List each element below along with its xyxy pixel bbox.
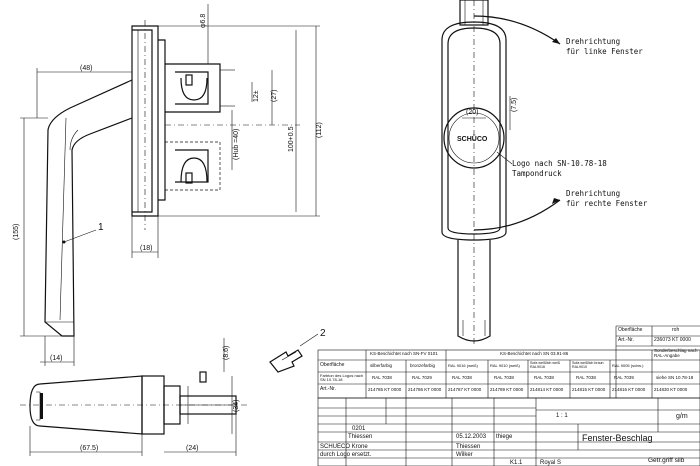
tb-art-label: Art.-Nr. (618, 337, 634, 343)
tb-g2-art3: 214814 KT 0000 (530, 387, 564, 392)
tb-num: 0201 (352, 426, 366, 432)
tb-g2-art1: 214787 KT 0000 (448, 387, 482, 392)
dim-112: (112) (316, 122, 323, 138)
tb-g2-ral1: RAL 7038 (452, 375, 472, 380)
tb-row-art: Art.-Nr. (320, 386, 336, 392)
tb-approved: Wilker (456, 452, 473, 458)
tb-date: 05.12.2003 (456, 434, 487, 440)
tb-g1-art1: 214785 KT 0000 (368, 387, 402, 392)
dim-14: (14) (50, 355, 62, 362)
dim-logo-7-5: (7.5) (511, 98, 518, 112)
tb-group-2-title: KS-Beschichtet nach SN 03.91-86 (500, 351, 569, 356)
tb-name-small: thiege (496, 434, 513, 440)
callout-1: 1 (98, 222, 104, 233)
handle-side-view: (48) φ6.8 (27) 12± (Hub =40) 100+0.5 (11… (13, 4, 323, 366)
tb-checked: Thiessen (456, 444, 481, 450)
tb-g2-ral3: RAL 7038 (534, 375, 554, 380)
note-right-window-2: für rechte Fenster (566, 199, 648, 208)
tb-change: durch Logo ersetzt. (320, 452, 372, 458)
tb-k1: K1.1 (510, 460, 523, 466)
tb-g3-art1: 214816 KT 0000 (612, 387, 646, 392)
dim-hub: (Hub =40) (233, 129, 240, 160)
dim-18: (18) (140, 245, 152, 252)
note-left-window-2: für linke Fenster (566, 47, 643, 56)
dim-8-6: (8.6) (223, 346, 230, 360)
tb-g2-ral2: RAL 7038 (494, 375, 514, 380)
callout-2: 2 (320, 328, 326, 339)
dim-12: 12± (253, 90, 260, 102)
tb-g2-col3: Sofa weißlich weiß RAL9016 (530, 361, 560, 369)
tb-g2-art2: 214789 KT 0000 (490, 387, 524, 392)
dim-logo-20: (20) (466, 109, 478, 116)
dim-67-5: (67.5) (80, 445, 98, 452)
tb-header-surface: Oberfläche (618, 327, 643, 333)
title-block-frame (317, 325, 700, 466)
dim-155: (155) (13, 224, 20, 240)
screw-part: 2 (269, 328, 326, 373)
tb-g3-ral1: RAL 7039 (614, 375, 634, 380)
dim-34: (34) (233, 400, 240, 412)
tb-g1-ral1: RAL 7038 (372, 375, 392, 380)
tb-subtitle: Getr.griff silb (648, 457, 685, 464)
tb-g1-art2: 214786 KT 0000 (408, 387, 442, 392)
tb-scale: 1 : 1 (556, 413, 568, 419)
tb-side-note: Sonderbeschlag nach RAL-Angabe (654, 348, 698, 358)
notes: Drehrichtung für linke Fenster Logo nach… (512, 37, 648, 208)
tb-company: SCHUECO Krone (320, 444, 368, 450)
tb-g3-col1: RAL 9005 (schw.) (612, 363, 644, 368)
tb-g2-art4: 214815 KT 0000 (572, 387, 606, 392)
note-logo-2: Tampondruck (512, 169, 562, 178)
tb-g1-ral2: RAL 7029 (412, 375, 432, 380)
handle-top-view: (67.5) (24) (34) (8.6) (20, 338, 250, 456)
note-right-window-1: Drehrichtung (566, 189, 620, 198)
tb-g2-col4: Sofa weißlich braun RAL9010 (572, 361, 604, 369)
handle-front-view: SCHÜCO (20) (7.5) (441, 0, 561, 345)
tb-g1-col2: bronzefarbig (410, 363, 436, 368)
tb-row-surface: Oberfläche (320, 362, 345, 368)
tb-g2-ral4: RAL 7038 (576, 375, 596, 380)
tb-g2-col1: RAL 9016 (weiß) (448, 363, 478, 368)
note-logo-1: Logo nach SN-10.78-18 (512, 159, 607, 168)
dim-27: (27) (271, 90, 278, 102)
tb-extra-col: siehe SN 10.78-18 (656, 375, 694, 380)
tb-row-logo-color: Farbton des Logos nach SN 10.78-18 (320, 373, 364, 382)
note-left-window-1: Drehrichtung (566, 37, 620, 46)
tb-unit: g/m (676, 413, 688, 420)
tb-art-value: 236073 KT 0000 (654, 337, 691, 343)
tb-g1-col1: silberfarbig (370, 363, 393, 368)
dim-hole-diameter: φ6.8 (200, 14, 207, 28)
tb-group-1-title: KS-Beschichtet nach SN-FV 0101 (370, 351, 438, 356)
tb-header-raw: roh (672, 327, 680, 333)
dim-24: (24) (186, 445, 198, 452)
dim-100: 100+0.5 (288, 126, 295, 152)
tb-g2-col2: RAL 9010 (weiß) (490, 363, 520, 368)
logo-brand: SCHÜCO (457, 134, 488, 143)
dim-48: (48) (80, 65, 92, 72)
tb-drawn: Thiessen (348, 434, 373, 440)
tb-extra-art: 214830 KT 0000 (654, 387, 688, 392)
tb-title: Fenster-Beschlag (582, 433, 653, 443)
tb-model: Royal S (540, 460, 562, 466)
